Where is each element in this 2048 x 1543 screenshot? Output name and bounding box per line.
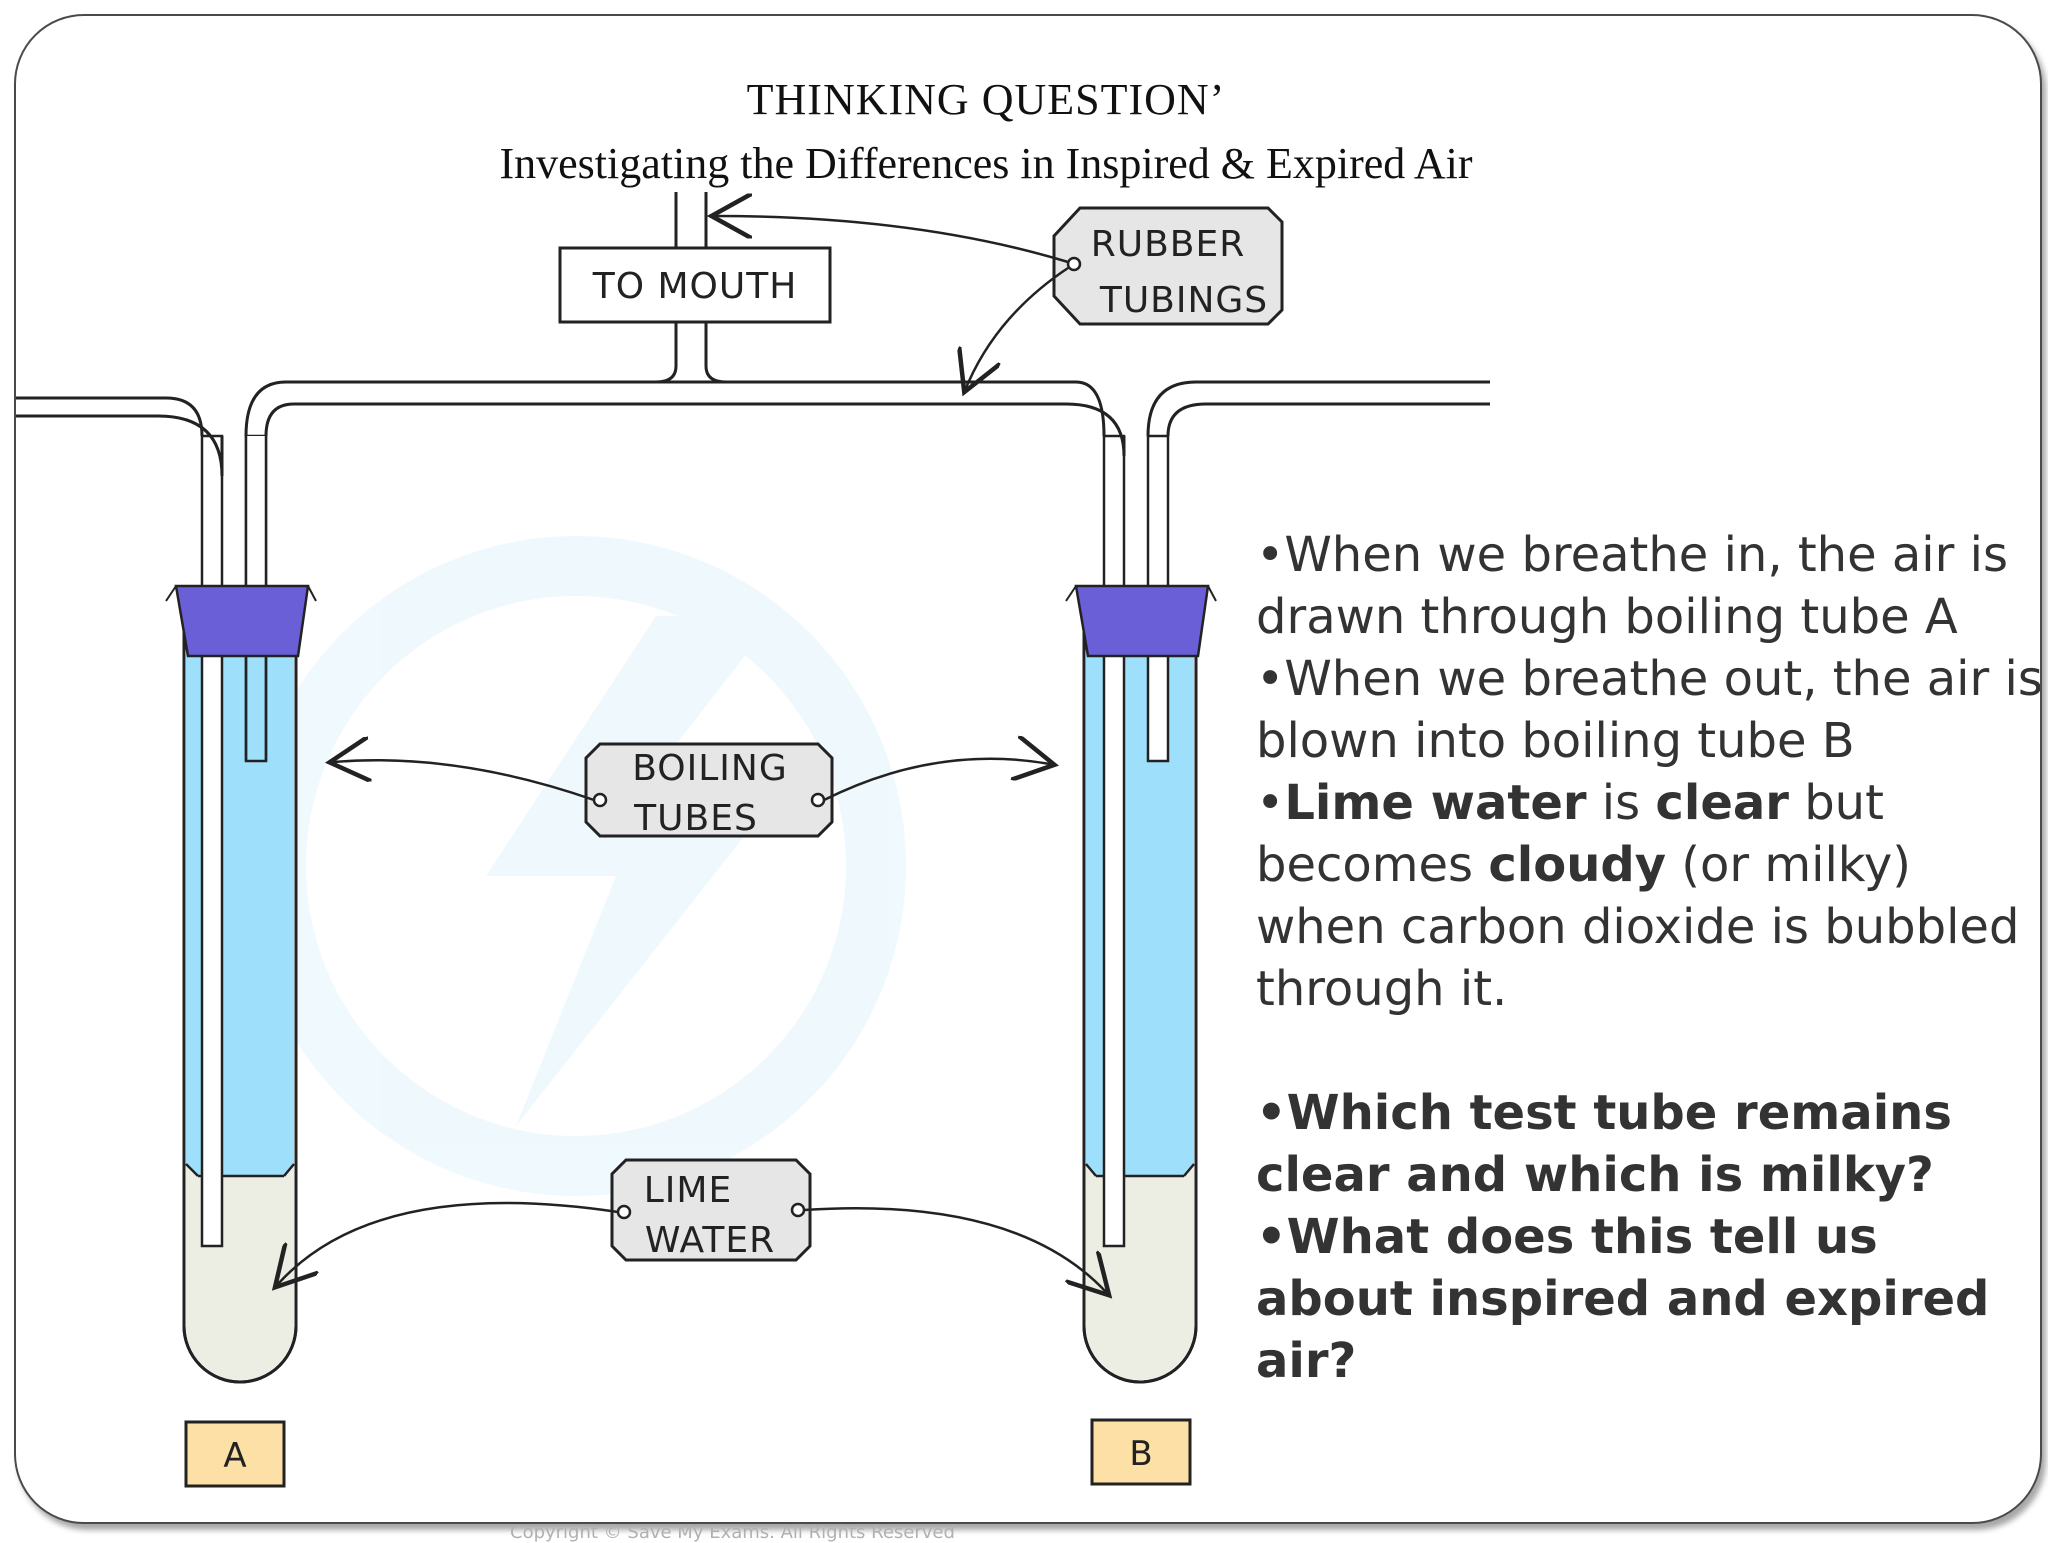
bullet-text: (or milky) when carbon dioxide is bubble… — [1256, 837, 2020, 1017]
copyright-notice: Copyright © Save My Exams. All Rights Re… — [510, 1522, 955, 1543]
apparatus-diagram: TO MOUTH RUBBER TUBINGS BOILING TUBES LI… — [16, 192, 1490, 1488]
label-lime-water: LIME WATER — [278, 1158, 1106, 1292]
watermark-logo — [246, 536, 906, 1196]
question-list: •Which test tube remains clear and which… — [1256, 1082, 2040, 1392]
tube-label-b-text: B — [1129, 1434, 1152, 1474]
bullet-bold-text: Lime water — [1284, 775, 1587, 831]
tube-b-water — [1086, 611, 1194, 1176]
bullet-list: •When we breathe in, the air is drawn th… — [1256, 524, 2042, 1020]
label-to-mouth-text: TO MOUTH — [592, 266, 798, 307]
label-lime-text-1: LIME — [644, 1170, 732, 1211]
label-rubber-text-1: RUBBER — [1091, 224, 1246, 265]
bullet-text: but becomes — [1256, 775, 1884, 893]
stopper-a — [174, 584, 310, 658]
bullet-text: •When we breathe in, the air is drawn th… — [1256, 527, 2008, 645]
slide: TO MOUTH RUBBER TUBINGS BOILING TUBES LI… — [14, 14, 2042, 1524]
label-rubber-text-2: TUBINGS — [1099, 280, 1268, 321]
label-rubber-tubings: RUBBER TUBINGS — [716, 208, 1284, 388]
boiling-tube-a — [165, 434, 317, 1384]
label-boiling-text-1: BOILING — [632, 748, 788, 789]
tube-label-a: A — [184, 1420, 286, 1488]
bullet-text: is — [1586, 775, 1656, 831]
boiling-tube-b — [1065, 434, 1217, 1384]
bullet-item: •Lime water is clear but becomes cloudy … — [1256, 772, 2040, 1020]
rubber-tubing — [16, 192, 1490, 477]
bullet-item: •When we breathe in, the air is drawn th… — [1256, 524, 2040, 648]
bullet-text: • — [1256, 775, 1285, 831]
label-lime-text-2: WATER — [645, 1220, 775, 1261]
page-title: THINKING QUESTION’ — [746, 75, 1226, 124]
question-item: •Which test tube remains clear and which… — [1256, 1085, 1952, 1203]
stopper-b — [1074, 584, 1210, 658]
label-to-mouth: TO MOUTH — [558, 246, 832, 324]
tube-label-b: B — [1090, 1418, 1192, 1486]
bullet-bold-text: clear — [1655, 775, 1789, 831]
bullet-item: •When we breathe out, the air is blown i… — [1256, 648, 2042, 772]
page-subtitle: Investigating the Differences in Inspire… — [499, 139, 1473, 188]
tube-b-lime-water — [1086, 1164, 1194, 1380]
bullet-text: •When we breathe out, the air is blown i… — [1256, 651, 2042, 769]
question-item: •What does this tell us about inspired a… — [1256, 1209, 1990, 1389]
label-boiling-text-2: TUBES — [633, 798, 758, 839]
explanation-text: •When we breathe in, the air is drawn th… — [1256, 524, 2042, 1392]
bullet-bold-text: cloudy — [1488, 837, 1667, 893]
tube-label-a-text: A — [223, 1436, 246, 1476]
label-boiling-tubes: BOILING TUBES — [334, 744, 1050, 839]
